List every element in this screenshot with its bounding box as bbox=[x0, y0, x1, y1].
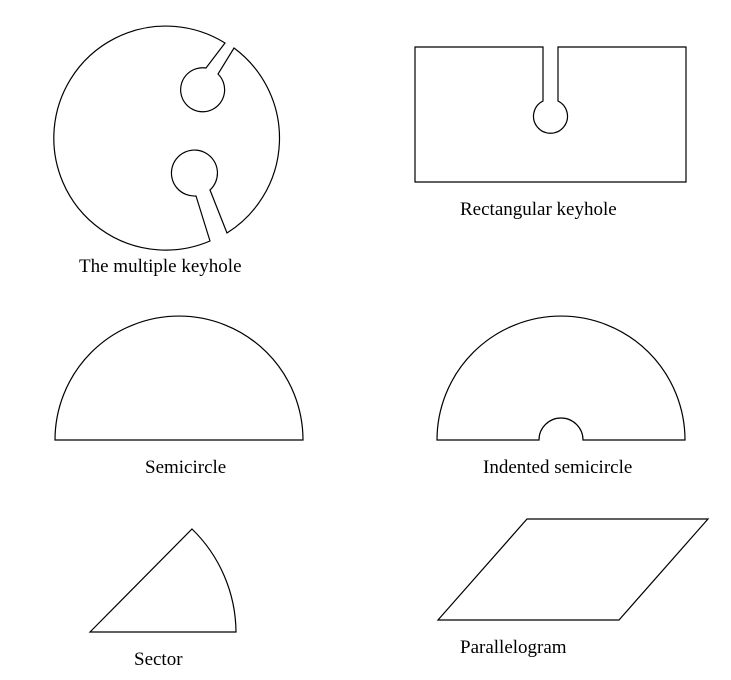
semicircle-label: Semicircle bbox=[145, 457, 227, 478]
multiple-keyhole-label: The multiple keyhole bbox=[79, 256, 242, 277]
indented-semicircle-label: Indented semicircle bbox=[483, 457, 633, 478]
parallelogram-label: Parallelogram bbox=[460, 637, 567, 658]
parallelogram-shape bbox=[436, 518, 710, 621]
sector-shape bbox=[88, 528, 237, 633]
semicircle-shape bbox=[54, 315, 304, 441]
rectangular-keyhole-shape bbox=[414, 46, 687, 183]
multiple-keyhole-shape bbox=[53, 25, 281, 251]
sector-label: Sector bbox=[134, 649, 183, 670]
rectangular-keyhole-label: Rectangular keyhole bbox=[460, 199, 617, 220]
indented-semicircle-shape bbox=[436, 315, 686, 441]
